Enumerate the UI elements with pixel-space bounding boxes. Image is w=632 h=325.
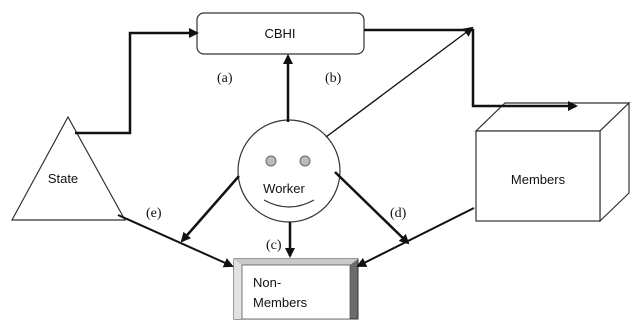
line-worker-to-cbhi-corner	[325, 26, 474, 138]
non-members-node: Non- Members	[233, 258, 359, 320]
state-node: State	[10, 115, 127, 221]
non-members-label-line2: Members	[253, 295, 308, 310]
edge-label-a: (a)	[217, 71, 233, 86]
worker-smile	[263, 199, 315, 208]
edge-label-b: (b)	[325, 71, 342, 86]
worker-label: Worker	[263, 181, 305, 196]
arrow-members-to-non-members	[356, 207, 475, 267]
members-label: Members	[511, 172, 566, 187]
state-label: State	[48, 171, 78, 186]
arrow-worker-to-members-side	[334, 171, 410, 245]
worker-node: Worker	[237, 119, 341, 223]
arrow-state-to-cbhi	[75, 28, 199, 135]
edge-label-e: (e)	[146, 206, 162, 221]
cbhi-node: CBHI	[196, 12, 365, 55]
non-members-label-line1: Non-	[253, 275, 281, 290]
arrow-worker-to-state-side	[180, 175, 240, 243]
arrow-state-to-non-members	[117, 214, 234, 268]
cbhi-label: CBHI	[264, 26, 295, 41]
edge-label-d: (d)	[390, 206, 407, 221]
members-node: Members	[474, 101, 631, 223]
arrow-cbhi-to-members	[364, 28, 578, 111]
worker-left-eye	[265, 155, 277, 167]
worker-right-eye	[299, 155, 311, 167]
edge-label-c: (c)	[266, 238, 282, 253]
